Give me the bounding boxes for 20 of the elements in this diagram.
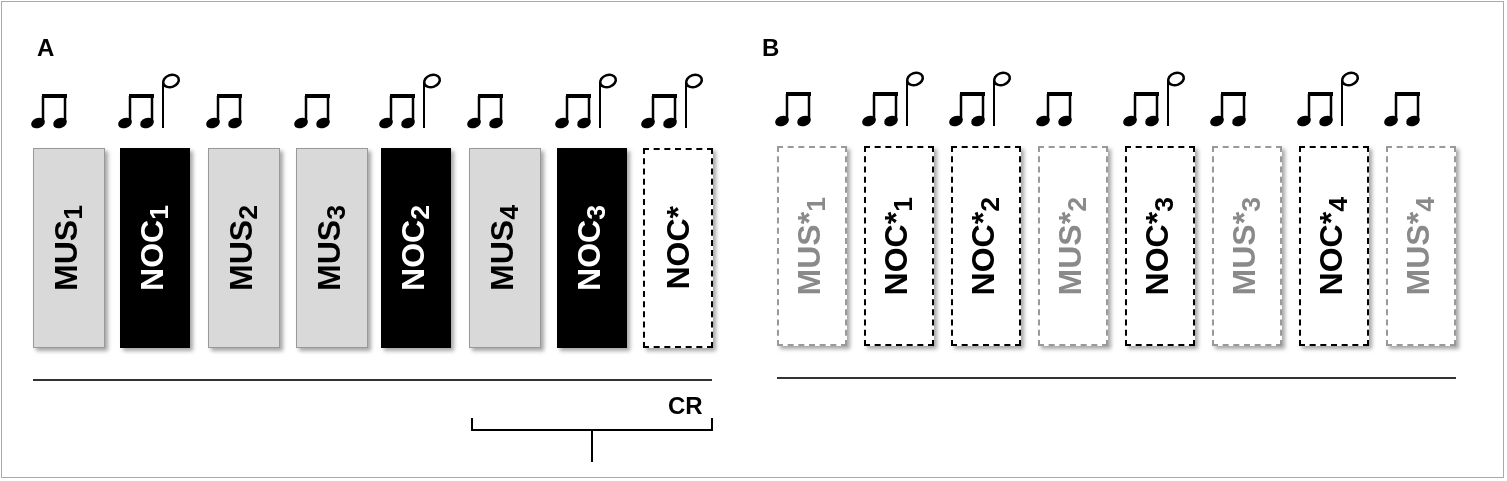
block-box [296,148,368,348]
block-box [864,146,934,346]
block-box [1212,146,1282,346]
block-box [557,148,627,348]
panel-letter: A [37,34,55,62]
block-box [1038,146,1108,346]
block-box [469,148,541,348]
block-box [1125,146,1195,346]
block-box [381,148,451,348]
block-label: NOC* [659,206,697,290]
block-box [1386,146,1456,346]
block-box [777,146,847,346]
block-box [208,148,280,348]
block-box [120,148,190,348]
panel-letter: B [762,34,780,62]
block-box [1299,146,1369,346]
bracket-label: CR [668,392,703,420]
block-box [951,146,1021,346]
block-box [33,148,105,348]
block-box [643,148,713,348]
